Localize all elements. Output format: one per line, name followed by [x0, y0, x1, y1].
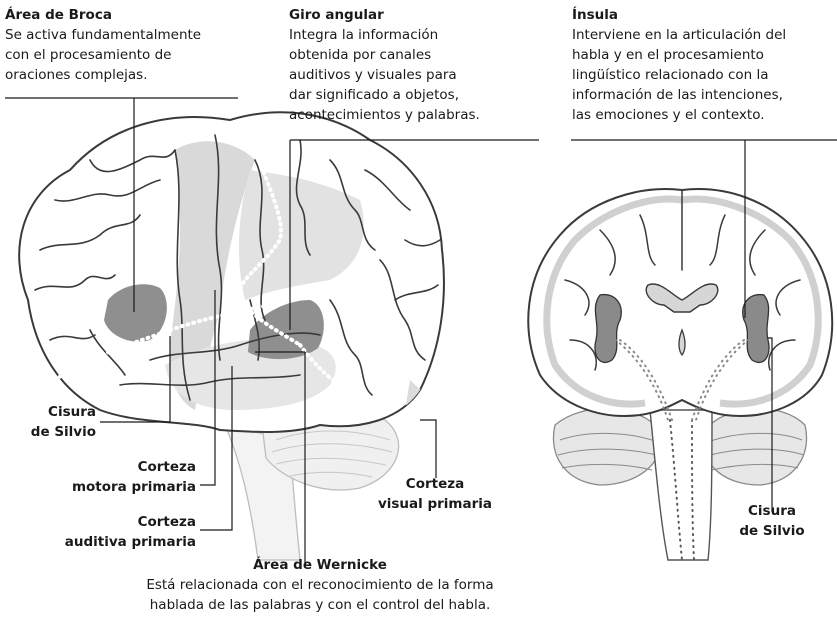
cisura-left-label: Cisura de Silvio: [0, 402, 96, 442]
auditiva-label: Corteza auditiva primaria: [20, 512, 196, 552]
wernicke-label: Área de Wernicke Está relacionada con el…: [70, 555, 570, 615]
leader-visual: [420, 419, 437, 478]
broca-label: Área de Broca Se activa fundamentalmente…: [5, 5, 201, 85]
wernicke-title: Área de Wernicke: [253, 557, 387, 573]
angular-desc-5: acontecimientos y palabras.: [289, 107, 480, 123]
angular-desc-3: auditivos y visuales para: [289, 67, 457, 83]
insula-label: Ínsula Interviene en la articulación del…: [572, 5, 786, 125]
angular-title: Giro angular: [289, 7, 384, 23]
motora-line-1: Corteza: [137, 459, 196, 475]
cisura-right-line-2: de Silvio: [739, 523, 805, 539]
angular-desc-2: obtenida por canales: [289, 47, 432, 63]
auditiva-line-1: Corteza: [137, 514, 196, 530]
visual-line-1: Corteza: [405, 476, 465, 492]
broca-area: [104, 284, 167, 342]
broca-desc-2: con el procesamiento de: [5, 47, 172, 63]
ventricles: [645, 283, 719, 313]
motora-line-2: motora primaria: [71, 479, 196, 495]
insula-left: [594, 293, 622, 364]
visual-line-2: visual primaria: [377, 496, 493, 512]
cisura-right-label: Cisura de Silvio: [712, 501, 832, 541]
wernicke-desc-2: hablada de las palabras y con el control…: [149, 597, 491, 613]
wernicke-desc-1: Está relacionada con el reconocimiento d…: [146, 577, 494, 593]
cisura-right-line-1: Cisura: [748, 503, 796, 519]
cerebellum-right: [702, 408, 808, 486]
cisura-left-line-2: de Silvio: [30, 424, 96, 440]
insula-desc-4: información de las intenciones,: [572, 87, 783, 103]
insula-title: Ínsula: [572, 7, 619, 23]
leader-auditiva: [200, 366, 233, 531]
motor-cortex-region: [169, 141, 255, 411]
leader-lines: [5, 97, 837, 568]
coronal-brain: [527, 188, 834, 561]
wernicke-area: [248, 300, 324, 360]
auditiva-line-2: auditiva primaria: [64, 534, 196, 550]
angular-desc-4: dar significado a objetos,: [289, 87, 459, 103]
insula-desc-2: habla y en el procesamiento: [572, 47, 764, 63]
insula-desc-1: Interviene en la articulación del: [572, 27, 787, 43]
insula-desc-3: lingüístico relacionado con la: [572, 67, 769, 83]
broca-desc-1: Se activa fundamentalmente: [5, 27, 202, 43]
broca-desc-3: oraciones complejas.: [5, 67, 148, 83]
broca-title: Área de Broca: [5, 7, 112, 23]
visual-label: Corteza visual primaria: [340, 474, 530, 514]
angular-region: [238, 170, 364, 300]
cerebellum-left: [552, 408, 662, 486]
angular-desc-1: Integra la información: [289, 27, 439, 43]
lateral-brain: [18, 111, 445, 561]
cisura-left-line-1: Cisura: [48, 404, 96, 420]
leader-cisura-right: [768, 337, 773, 512]
leader-motora: [200, 290, 216, 486]
insula-right: [742, 293, 770, 364]
leader-cisura-left: [100, 336, 171, 423]
coronal-brainstem: [649, 409, 713, 561]
angular-label: Giro angular Integra la información obte…: [289, 5, 480, 125]
insula-desc-5: las emociones y el contexto.: [572, 107, 765, 123]
motora-label: Corteza motora primaria: [40, 457, 196, 497]
